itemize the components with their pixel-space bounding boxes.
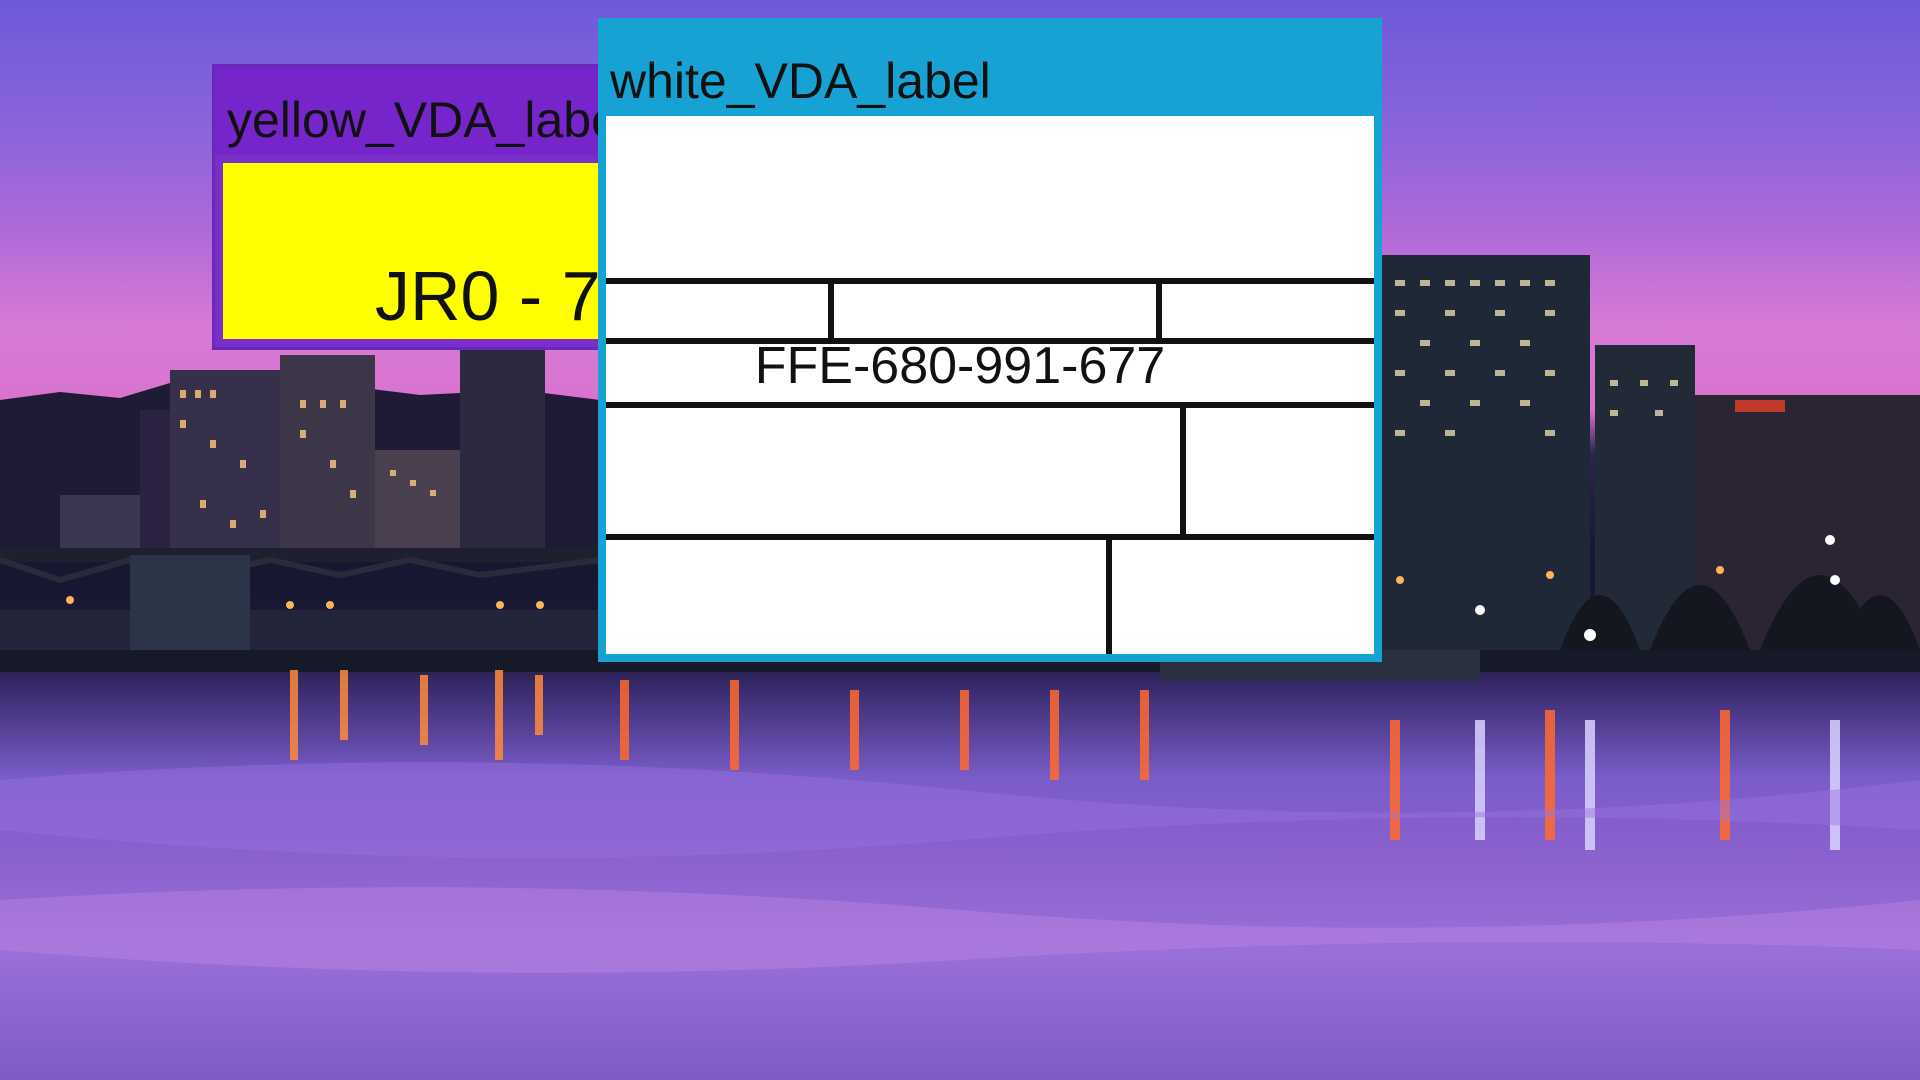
label-divider [1156, 278, 1162, 340]
label-divider [1106, 534, 1112, 654]
label-divider [606, 278, 1374, 284]
yellow-label-code: JR0 - 79 [375, 257, 640, 335]
yellow-window-title: yellow_VDA_label [227, 92, 631, 148]
label-divider [606, 534, 1374, 540]
white-vda-label-window[interactable]: white_VDA_label FFE-680-991-677 [598, 18, 1382, 662]
label-divider [606, 338, 1374, 344]
white-label-body: FFE-680-991-677 [606, 116, 1374, 654]
label-divider [606, 402, 1374, 408]
label-divider [1180, 402, 1186, 536]
white-window-titlebar[interactable]: white_VDA_label [598, 18, 1382, 114]
tracking-number: FFE-680-991-677 [754, 337, 1166, 395]
label-divider [828, 278, 834, 340]
white-window-title: white_VDA_label [610, 53, 991, 109]
